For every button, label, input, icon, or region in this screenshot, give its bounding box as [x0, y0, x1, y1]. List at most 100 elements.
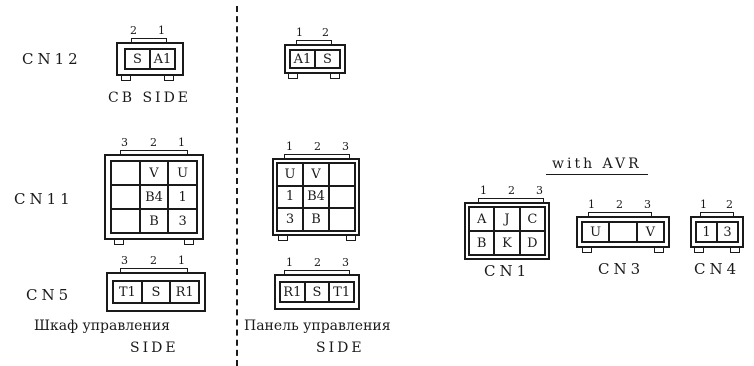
cn11-cb-pin: 3 — [121, 136, 128, 149]
cn5-cb-pin: 3 — [121, 254, 128, 267]
cn11-cb-pin: 2 — [150, 136, 157, 149]
cn11-cb-pin: 1 — [178, 136, 185, 149]
panel-side-caption: Панель управления — [244, 318, 391, 334]
cn12-cb-pin: 1 — [158, 24, 165, 37]
avr-cn3-cell: V — [636, 222, 664, 242]
avr-cn4-connector: 1 3 — [690, 216, 744, 248]
cn5-panel-cell: T1 — [329, 282, 354, 302]
cn11-panel-foot — [278, 236, 288, 241]
cn12-panel-connector: A1 S — [284, 44, 346, 74]
cn5-cb-cell: R1 — [170, 281, 199, 303]
avr-cn3-connector: U V — [576, 216, 670, 248]
cn5-cb-pin: 2 — [150, 254, 157, 267]
cn12-panel-latch — [296, 40, 332, 44]
cn12-label: CN12 — [22, 50, 82, 68]
cn11-panel-cell — [329, 185, 355, 209]
cn11-panel-cell: 1 — [277, 185, 303, 209]
cn5-panel-pin: 1 — [286, 256, 293, 269]
avr-cn3-pin: 2 — [616, 198, 623, 211]
cn11-cb-cell: U — [168, 161, 197, 185]
cn11-panel-cell — [329, 163, 355, 186]
cn12-cb-cell: A1 — [150, 49, 175, 69]
avr-cn3-cell: U — [582, 222, 610, 242]
avr-cn1-cell: B — [469, 231, 495, 255]
avr-cn3-pin: 1 — [588, 198, 595, 211]
avr-cn4-cell: 3 — [717, 222, 738, 242]
cn5-cb-latch — [120, 268, 188, 272]
cn11-cb-foot — [114, 240, 124, 245]
cn11-cb-cell — [111, 185, 140, 209]
cabinet-side-caption: Шкаф управления — [34, 318, 170, 334]
avr-cn4-foot — [694, 248, 704, 253]
cn5-cb-pin: 1 — [178, 254, 185, 267]
cn12-cb-cell: S — [125, 49, 150, 69]
cn11-cb-cell: B — [139, 209, 169, 233]
cn5-panel-cell: S — [304, 282, 330, 302]
cn5-label: CN5 — [26, 286, 73, 304]
cn11-panel-cell: 3 — [277, 208, 303, 231]
avr-cn4-label: CN4 — [694, 260, 741, 278]
side-divider-line — [236, 6, 238, 366]
avr-cn4-pin: 2 — [726, 198, 733, 211]
cn11-panel-pin: 1 — [286, 140, 293, 153]
avr-cn3-pin: 3 — [644, 198, 651, 211]
avr-cn4-pin: 1 — [700, 198, 707, 211]
cn12-cb-latch — [131, 38, 167, 42]
cn12-panel-cell: S — [315, 50, 340, 68]
avr-cn4-latch — [700, 212, 734, 216]
cn11-cb-latch — [120, 150, 188, 154]
avr-cn1-label: CN1 — [484, 262, 531, 280]
cn5-panel-pin: 3 — [342, 256, 349, 269]
cn11-cb-cell: V — [139, 161, 169, 185]
cn11-cb-cell — [111, 209, 140, 233]
avr-cn1-cell: C — [519, 207, 545, 231]
cn12-panel-pin: 1 — [296, 26, 303, 39]
cn5-panel-connector: R1 S T1 — [274, 274, 360, 310]
cn12-panel-cell: A1 — [290, 50, 315, 68]
cn11-cb-foot — [184, 240, 194, 245]
panel-side-caption-2: SIDE — [316, 340, 365, 356]
cn11-panel-pin: 3 — [342, 140, 349, 153]
cn12-cb-foot — [164, 76, 174, 81]
avr-cn1-pin: 1 — [480, 184, 487, 197]
cn5-panel-pin: 2 — [314, 256, 321, 269]
avr-title: with AVR — [546, 156, 648, 175]
cn12-cb-pin: 2 — [130, 24, 137, 37]
avr-cn3-label: CN3 — [598, 260, 645, 278]
cn11-cb-connector: V U B4 1 B 3 — [104, 154, 204, 240]
cn12-panel-pin: 2 — [322, 26, 329, 39]
cn11-panel-cell: B4 — [303, 185, 329, 209]
avr-cn1-latch — [478, 198, 544, 202]
avr-cn1-cell: K — [494, 231, 520, 255]
avr-cn1-cell: D — [519, 231, 545, 255]
avr-cn1-pin: 3 — [536, 184, 543, 197]
cn12-side-caption: CB SIDE — [108, 90, 192, 106]
avr-cn4-foot — [730, 248, 740, 253]
cn11-cb-cell — [111, 161, 140, 185]
cn12-cb-connector: S A1 — [116, 42, 184, 76]
cn11-label: CN11 — [14, 190, 74, 208]
cn5-cb-cell: S — [141, 281, 171, 303]
cn11-panel-foot — [346, 236, 356, 241]
cabinet-side-caption-2: SIDE — [130, 340, 179, 356]
cn12-cb-foot — [121, 76, 131, 81]
avr-cn3-cell — [609, 222, 637, 242]
avr-cn1-pin: 2 — [508, 184, 515, 197]
cn11-panel-cell: U — [277, 163, 303, 186]
avr-cn1-cell: A — [469, 207, 495, 231]
cn11-cb-cell: 3 — [168, 209, 197, 233]
cn5-panel-latch — [284, 270, 350, 274]
cn5-panel-cell: R1 — [280, 282, 305, 302]
cn5-cb-cell: T1 — [113, 281, 142, 303]
cn11-panel-cell: V — [303, 163, 329, 186]
avr-cn4-cell: 1 — [696, 222, 717, 242]
avr-cn3-foot — [582, 248, 592, 253]
avr-cn1-connector: A J C B K D — [464, 202, 550, 260]
cn11-cb-cell: B4 — [139, 185, 169, 209]
cn12-panel-foot — [330, 74, 340, 79]
cn11-panel-cell — [329, 208, 355, 231]
cn11-panel-connector: U V 1 B4 3 B — [272, 158, 360, 236]
cn11-cb-cell: 1 — [168, 185, 197, 209]
cn5-cb-connector: T1 S R1 — [106, 272, 206, 312]
avr-cn3-foot — [654, 248, 664, 253]
